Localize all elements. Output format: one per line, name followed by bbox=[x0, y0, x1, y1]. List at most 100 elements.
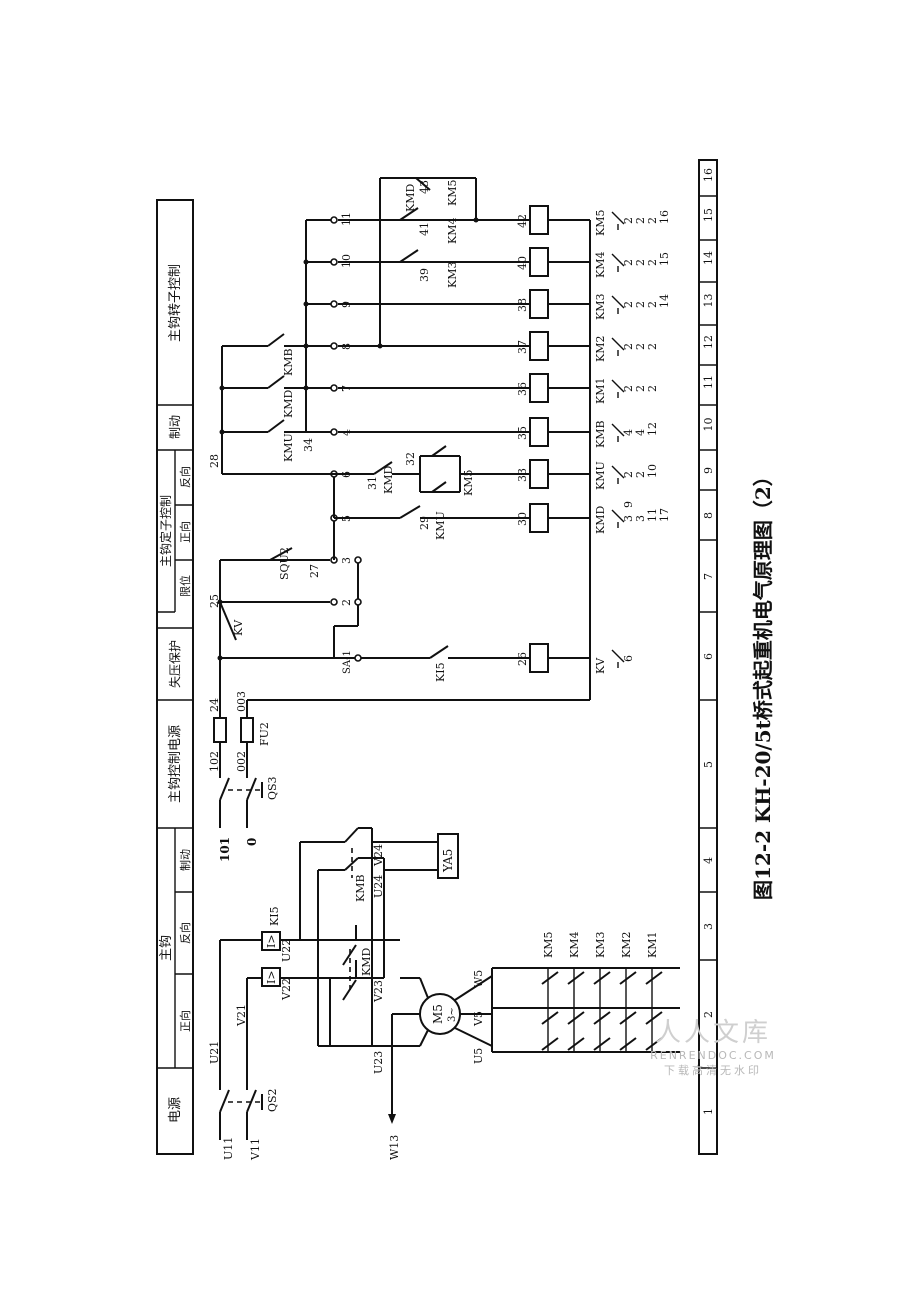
header-hook-control-power: 主钩控制电源 bbox=[168, 725, 183, 803]
label-29: 29 bbox=[418, 516, 431, 530]
label-25: 25 bbox=[208, 594, 221, 608]
label-m5: M5 bbox=[431, 1004, 445, 1024]
resistor-contact-km4: KM4 bbox=[568, 932, 581, 958]
watermark-tag: 下载高清无水印 bbox=[664, 1064, 762, 1077]
label-ya5: YA5 bbox=[441, 849, 455, 873]
label-oc2: I> bbox=[265, 970, 278, 984]
label-v24: V24 bbox=[372, 844, 385, 867]
label-kmd-contact: KMD bbox=[382, 466, 395, 494]
label-003: 003 bbox=[235, 691, 248, 712]
coil-ref: 10 bbox=[646, 464, 659, 478]
coil-wire-42: 42 bbox=[516, 214, 529, 228]
label-kmu-brake: KMU bbox=[282, 433, 295, 462]
label-kv: KV bbox=[232, 619, 245, 636]
label-41: 41 bbox=[418, 222, 431, 236]
header-brake-2: 制动 bbox=[168, 415, 182, 439]
label-node-10: 10 bbox=[340, 254, 353, 268]
column-number-12: 12 bbox=[702, 335, 715, 349]
coil-wire-36: 36 bbox=[516, 382, 529, 396]
coil-name-km2: KM2 bbox=[594, 336, 607, 362]
column-number-16: 16 bbox=[702, 168, 715, 182]
label-31: 31 bbox=[366, 476, 379, 490]
coil-ref: 2 bbox=[634, 385, 647, 392]
label-27: 27 bbox=[308, 564, 321, 578]
label-fu2: FU2 bbox=[258, 722, 271, 746]
coil-ref: 2 bbox=[646, 301, 659, 308]
label-u11: U11 bbox=[222, 1137, 235, 1160]
control-circuit bbox=[219, 177, 625, 673]
watermark: 人人文库 RENRENDOC.COM 下载高清无水印 bbox=[648, 1012, 778, 1082]
coil-ref: 2 bbox=[634, 217, 647, 224]
label-39: 39 bbox=[418, 268, 431, 282]
header-power: 电源 bbox=[168, 1097, 183, 1123]
label-node-8: 8 bbox=[340, 343, 353, 350]
label-w5: W5 bbox=[472, 970, 485, 988]
header-undervoltage: 失压保护 bbox=[167, 640, 182, 688]
column-number-15: 15 bbox=[702, 208, 715, 222]
label-w13: W13 bbox=[388, 1135, 401, 1160]
column-number-3: 3 bbox=[702, 923, 715, 930]
coil-wire-33: 33 bbox=[516, 468, 529, 482]
label-kmu-contact: KMU bbox=[434, 511, 447, 540]
coil-wire-26: 26 bbox=[516, 652, 529, 666]
coil-ref: 16 bbox=[658, 210, 671, 224]
resistor-contact-km5: KM5 bbox=[542, 932, 555, 958]
coil-ref: 2 bbox=[646, 385, 659, 392]
resistor-contact-km2: KM2 bbox=[620, 932, 633, 958]
label-v23: V23 bbox=[372, 980, 385, 1003]
header-limit: 限位 bbox=[178, 575, 192, 597]
resistor-contact-km1: KM1 bbox=[646, 932, 659, 958]
label-u24: U24 bbox=[372, 875, 385, 898]
coil-ref-2: 9 bbox=[622, 501, 635, 508]
coil-wire-30: 30 bbox=[516, 512, 529, 526]
label-node-5: 5 bbox=[340, 515, 353, 522]
coil-wire-37: 37 bbox=[516, 340, 529, 354]
label-101: 101 bbox=[218, 837, 232, 862]
label-0: 0 bbox=[245, 838, 259, 846]
coil-ref: 2 bbox=[622, 385, 635, 392]
coil-name-kv: KV bbox=[594, 657, 607, 674]
label-24: 24 bbox=[208, 698, 221, 712]
label-kmd-brake: KMD bbox=[282, 390, 295, 418]
label-node-4: 4 bbox=[340, 429, 353, 436]
coil-ref: 2 bbox=[622, 471, 635, 478]
coil-name-km4: KM4 bbox=[594, 252, 607, 278]
coil-ref: 2 bbox=[646, 217, 659, 224]
label-002: 002 bbox=[235, 751, 248, 772]
coil-ref: 17 bbox=[658, 508, 671, 522]
label-node-7: 7 bbox=[340, 385, 353, 392]
label-node-11: 11 bbox=[340, 212, 353, 226]
column-strip bbox=[698, 159, 718, 1155]
label-qs2: QS2 bbox=[266, 1088, 279, 1112]
column-number-11: 11 bbox=[702, 375, 715, 389]
label-v5: V5 bbox=[472, 1011, 485, 1027]
label-kmd-rotor: KMD bbox=[404, 184, 417, 212]
coil-ref: 2 bbox=[634, 471, 647, 478]
label-v21: V21 bbox=[235, 1004, 248, 1027]
watermark-sub: RENRENDOC.COM bbox=[650, 1049, 776, 1062]
header-forward-2: 正向 bbox=[178, 521, 192, 543]
coil-ref: 2 bbox=[634, 301, 647, 308]
coil-ref: 4 bbox=[634, 429, 647, 436]
figure-caption: 图12-2 KH-20/5t桥式起重机电气原理图（2） bbox=[751, 466, 775, 900]
label-28: 28 bbox=[208, 454, 221, 468]
column-number-13: 13 bbox=[702, 294, 715, 308]
coil-name-kmb: KMB bbox=[594, 420, 607, 448]
coil-ref: 14 bbox=[658, 294, 671, 308]
label-u23: U23 bbox=[372, 1051, 385, 1074]
column-number-7: 7 bbox=[702, 573, 715, 580]
label-node-2: 2 bbox=[340, 599, 353, 606]
coil-name-km1: KM1 bbox=[594, 378, 607, 404]
coil-wire-38: 38 bbox=[516, 298, 529, 312]
column-number-5: 5 bbox=[702, 761, 715, 768]
label-34: 34 bbox=[302, 438, 315, 452]
label-squ2: SQU2 bbox=[278, 547, 291, 580]
column-number-2: 2 bbox=[702, 1011, 715, 1018]
header-stator-control: 主钩定子控制 bbox=[158, 495, 173, 567]
label-km3-contact: KM3 bbox=[446, 262, 459, 288]
label-u22: U22 bbox=[280, 939, 293, 962]
coil-ref: 2 bbox=[622, 301, 635, 308]
label-sa1: SA-1 bbox=[342, 650, 353, 674]
main-power-circuit bbox=[219, 827, 680, 1140]
label-node-9: 9 bbox=[340, 301, 353, 308]
